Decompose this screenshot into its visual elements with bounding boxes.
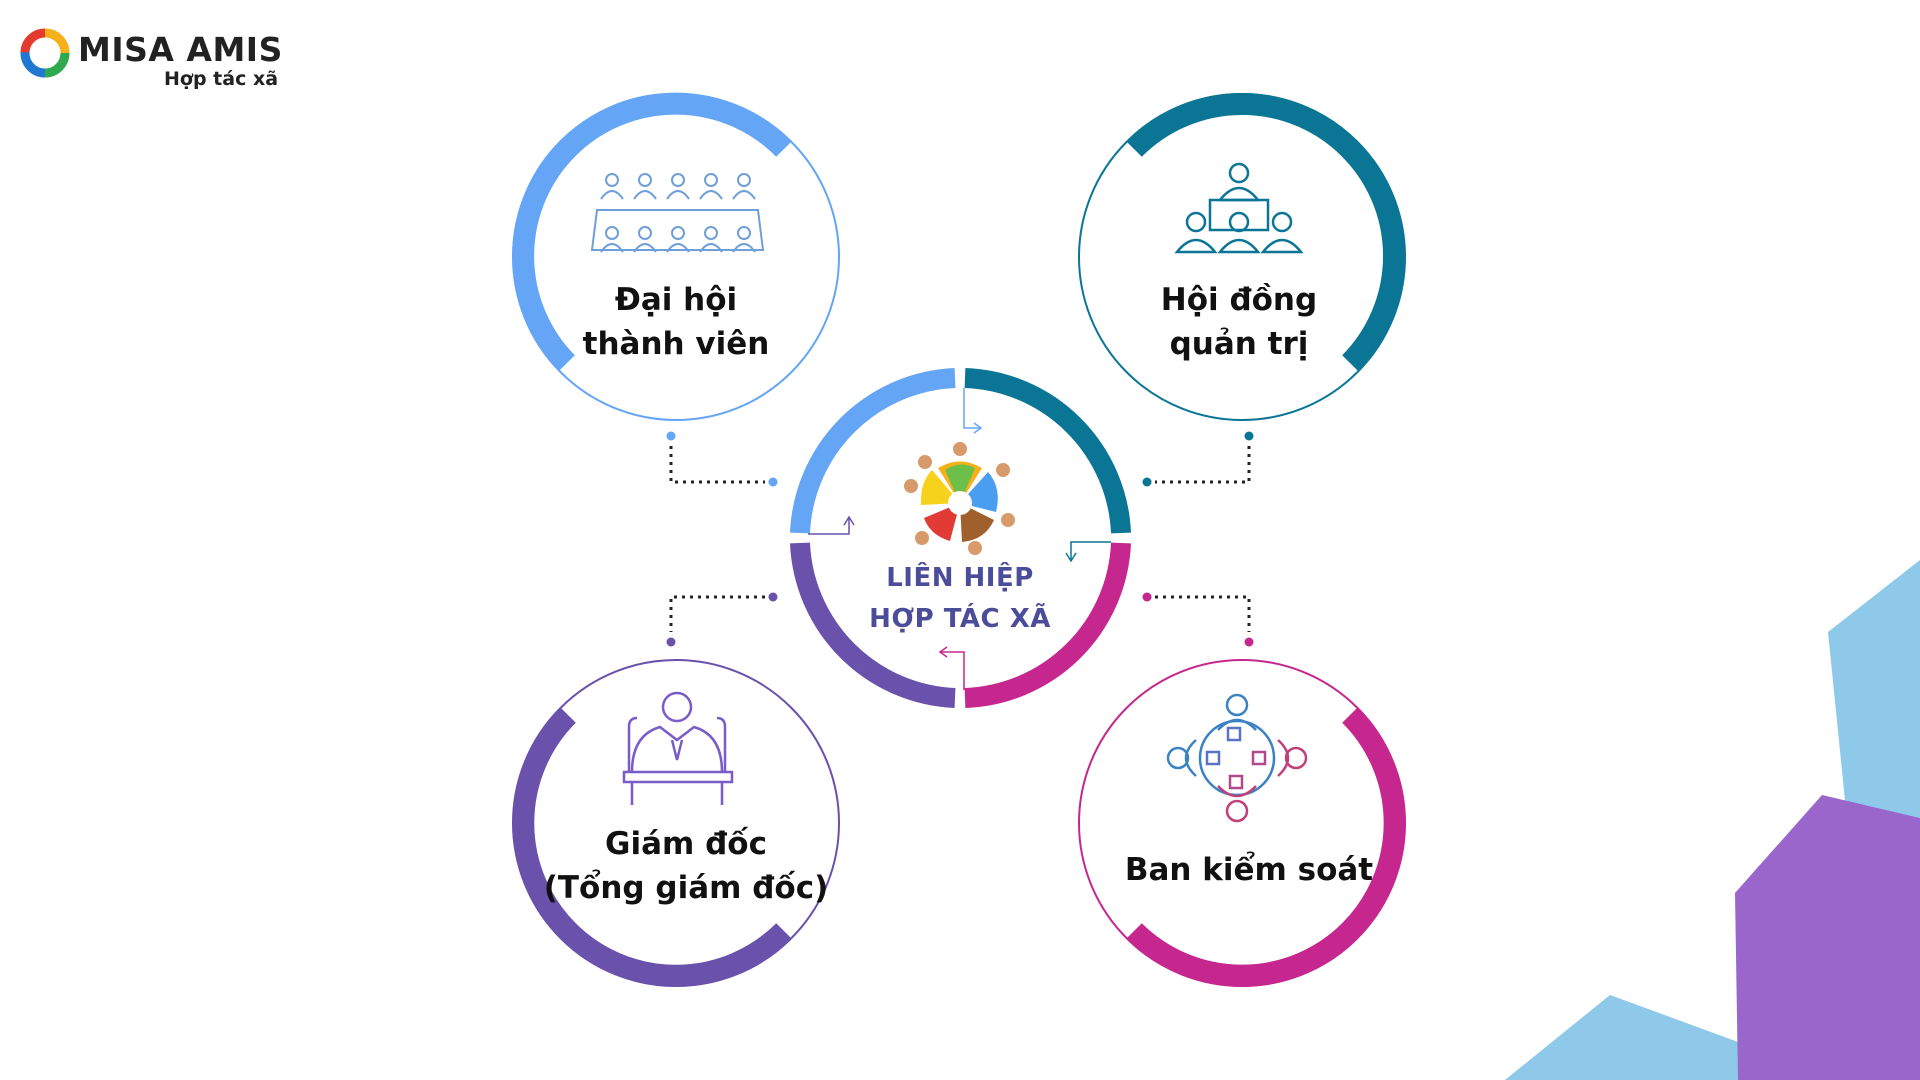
center-arc-purple — [790, 542, 956, 708]
connector-giam-doc — [666, 592, 778, 647]
center-title-line1: LIÊN HIỆP — [886, 563, 1034, 593]
violet-hexagon-shape — [1735, 795, 1920, 1080]
node-title-line1: Ban kiểm soát — [1124, 852, 1374, 888]
center-arc-teal — [964, 368, 1131, 534]
node-title-line1: Giám đốc — [605, 826, 767, 862]
node-title-line2: (Tổng giám đốc) — [543, 870, 829, 906]
center-title-line2: HỢP TÁC XÃ — [869, 604, 1051, 634]
brand-tagline: Hợp tác xã — [164, 68, 279, 90]
center-label: LIÊN HIỆP HỢP TÁC XÃ — [840, 558, 1080, 640]
node-arc-hoi-dong — [1126, 92, 1405, 371]
brand-name: MISA AMIS — [78, 30, 283, 69]
cycle-arrows — [808, 388, 1111, 690]
node-title-line1: Hội đồng — [1160, 282, 1318, 318]
people-circle-icon — [904, 442, 1015, 555]
node-title-line1: Đại hội — [614, 282, 738, 318]
connector-dai-hoi — [666, 431, 778, 487]
node-arc-giam-doc — [512, 707, 792, 987]
node-label-giam-doc: Giám đốc (Tổng giám đốc) — [526, 822, 846, 910]
brand-logo[interactable]: MISA AMIS Hợp tác xã — [18, 24, 282, 104]
node-arc-ban-kiem-soat — [1126, 707, 1406, 987]
director-desk-icon — [622, 691, 734, 805]
center-arc-blue — [790, 368, 956, 534]
node-label-ban-kiem-soat: Ban kiểm soát — [1099, 848, 1399, 892]
round-table-icon — [1166, 693, 1308, 823]
node-label-dai-hoi: Đại hội thành viên — [526, 278, 826, 366]
node-label-hoi-dong: Hội đồng quản trị — [1089, 278, 1389, 366]
org-group-icon — [1174, 162, 1304, 254]
connector-hoi-dong — [1142, 431, 1254, 487]
node-arc-dai-hoi — [512, 92, 792, 371]
connector-ban-kiem-soat — [1142, 592, 1254, 647]
node-title-line2: quản trị — [1169, 326, 1309, 362]
node-title-line2: thành viên — [582, 326, 770, 362]
sky-triangle-shape — [1505, 995, 1790, 1080]
misa-swirl-icon — [20, 28, 70, 78]
meeting-table-icon — [590, 173, 765, 253]
center-arc-magenta — [964, 542, 1131, 708]
